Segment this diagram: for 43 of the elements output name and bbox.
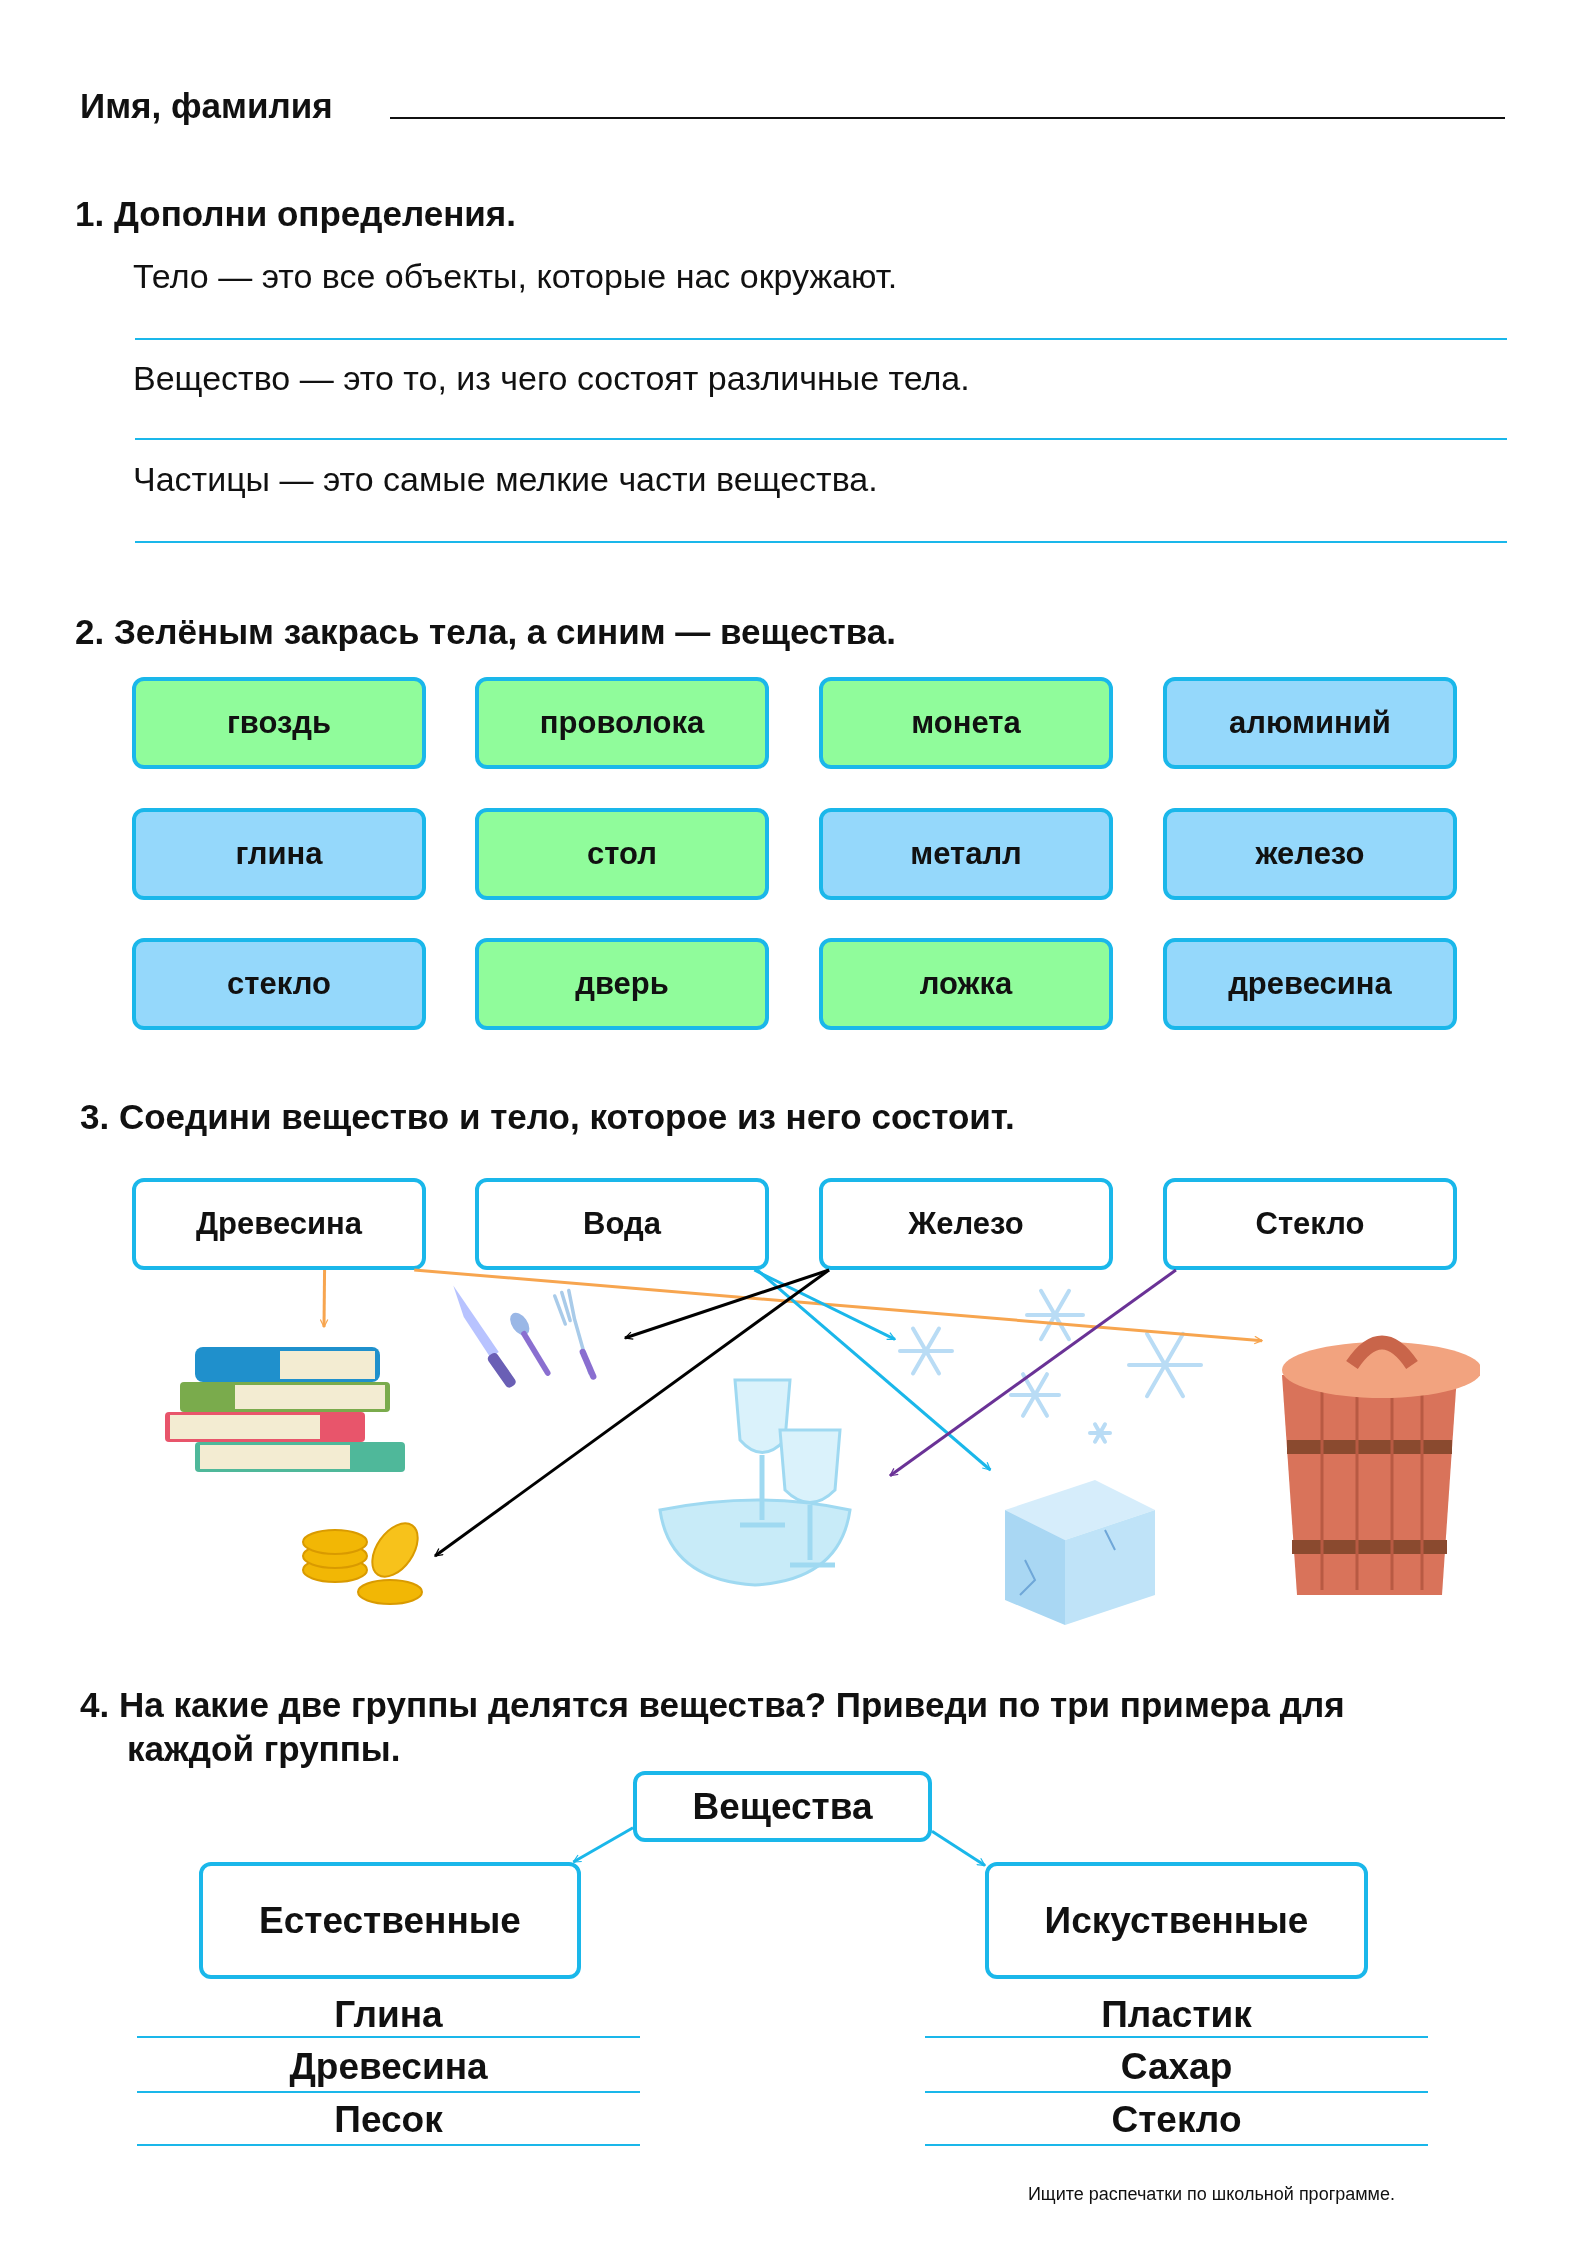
- arrow: [753, 1268, 896, 1341]
- word-card: глина: [132, 808, 426, 900]
- footer-note: Ищите распечатки по школьной программе.: [1027, 2183, 1395, 2206]
- arrow: [624, 1268, 830, 1340]
- arrow: [756, 1268, 992, 1472]
- category-box: Естественные: [199, 1862, 581, 1979]
- definition-text: Частицы — это самые мелкие части вещества.: [133, 459, 878, 500]
- task-heading: 2. Зелёным закрась тела, а синим — вещества.: [75, 611, 896, 653]
- word-card: монета: [819, 677, 1113, 769]
- definition-text: Вещество — это то, из чего состоят различные тела.: [133, 358, 970, 399]
- word-card: дверь: [475, 938, 769, 1030]
- word-card: Железо: [819, 1178, 1113, 1270]
- answer-text: Глина: [334, 1993, 443, 2037]
- word-card: проволока: [475, 677, 769, 769]
- word-card: Вода: [475, 1178, 769, 1270]
- answer-text: Древесина: [289, 2045, 488, 2089]
- word-card: Древесина: [132, 1178, 426, 1270]
- task-heading: 1. Дополни определения.: [75, 193, 516, 235]
- answer-text: Сахар: [1120, 2045, 1233, 2089]
- arrow: [434, 1268, 830, 1558]
- task-heading: 4. На какие две группы делятся вещества? Приведи по три примера для каждой группы.: [80, 1684, 1346, 1770]
- word-card: металл: [819, 808, 1113, 900]
- task-heading: 3. Соедини вещество и тело, которое из него состоит.: [80, 1096, 1015, 1138]
- word-card: ложка: [819, 938, 1113, 1030]
- category-box: Искуственные: [985, 1862, 1368, 1979]
- arrow: [889, 1268, 1177, 1477]
- word-card: Стекло: [1163, 1178, 1457, 1270]
- answer-text: Стекло: [1111, 2098, 1242, 2142]
- answer-text: Пластик: [1101, 1993, 1252, 2037]
- word-card: алюминий: [1163, 677, 1457, 769]
- definition-text: Тело — это все объекты, которые нас окружают.: [133, 256, 898, 297]
- arrow: [414, 1268, 1263, 1345]
- word-card: стол: [475, 808, 769, 900]
- word-card: железо: [1163, 808, 1457, 900]
- word-card: древесина: [1163, 938, 1457, 1030]
- answer-text: Песок: [334, 2098, 443, 2142]
- word-card: стекло: [132, 938, 426, 1030]
- arrow: [931, 1830, 986, 1867]
- name-label: Имя, фамилия: [80, 85, 333, 127]
- arrow: [319, 1270, 329, 1328]
- word-card: гвоздь: [132, 677, 426, 769]
- category-box: Вещества: [633, 1771, 932, 1842]
- arrow: [572, 1826, 634, 1864]
